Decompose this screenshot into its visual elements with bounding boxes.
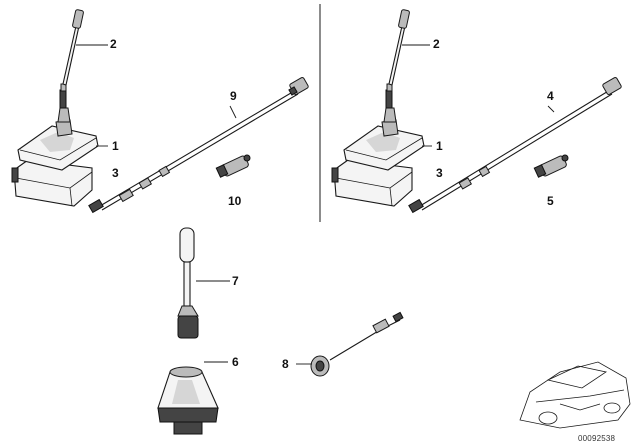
callout-left-10: 10: [228, 194, 242, 208]
callout-bottom-8: 8: [282, 357, 289, 371]
right-antenna-assembly: [331, 9, 432, 207]
callout-right-4: 4: [547, 89, 554, 103]
left-antenna-rod: [62, 25, 80, 86]
callout-right-5: 5: [547, 194, 554, 208]
right-cable-4: [408, 77, 622, 214]
antenna-base-6: [157, 361, 228, 435]
left-adapter-10: [215, 154, 251, 178]
callout-right-1: 1: [436, 139, 443, 153]
callout-right-3: 3: [436, 166, 443, 180]
left-cable-9: [88, 77, 309, 214]
vehicle-thumbnail: [519, 361, 631, 429]
callout-left-9: 9: [230, 89, 237, 103]
left-antenna-assembly: [11, 9, 108, 207]
antenna-rod-7: [177, 227, 230, 339]
document-id: 00092538: [578, 434, 616, 443]
cable-8: [296, 311, 404, 377]
callout-bottom-6: 6: [232, 355, 239, 369]
right-adapter-5: [533, 154, 569, 178]
callout-left-3: 3: [112, 166, 119, 180]
callout-bottom-7: 7: [232, 274, 239, 288]
callout-right-2: 2: [433, 37, 440, 51]
right-antenna-rod: [388, 25, 406, 86]
callout-left-1: 1: [112, 139, 119, 153]
callout-left-2: 2: [110, 37, 117, 51]
